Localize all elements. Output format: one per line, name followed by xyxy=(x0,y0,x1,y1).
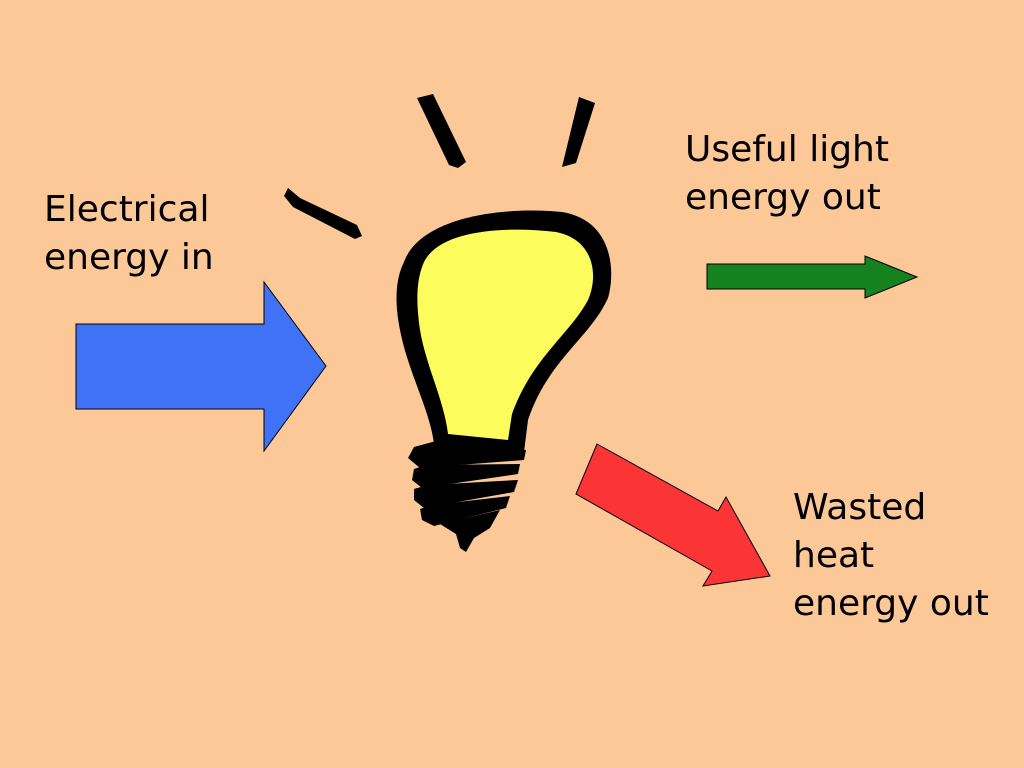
light-ray-left xyxy=(284,188,362,239)
base-thread-1 xyxy=(408,441,526,468)
wasted-heat-energy-out-label: Wasted heat energy out xyxy=(793,484,989,628)
bulb-screw-base xyxy=(408,441,526,552)
base-thread-2 xyxy=(412,464,520,488)
light-bulb-icon xyxy=(396,210,612,552)
label-line: Wasted xyxy=(793,487,927,528)
light-ray-right xyxy=(562,97,595,167)
bulb-glass xyxy=(417,229,594,440)
label-line: energy out xyxy=(685,177,881,218)
electrical-input-arrow xyxy=(75,280,327,453)
label-line: energy out xyxy=(793,583,989,624)
label-line: energy in xyxy=(44,237,214,278)
label-line: Useful light xyxy=(685,129,889,170)
light-output-arrow xyxy=(706,255,919,299)
heat-output-arrow xyxy=(575,443,771,587)
base-cap xyxy=(440,510,500,552)
label-line: heat xyxy=(793,535,875,576)
electrical-energy-in-label: Electrical energy in xyxy=(44,186,214,282)
light-ray-middle xyxy=(417,94,466,168)
base-thread-4 xyxy=(420,496,510,526)
label-line: Electrical xyxy=(44,189,210,230)
base-thread-3 xyxy=(414,480,518,508)
light-ray-icon xyxy=(284,94,595,239)
useful-light-energy-out-label: Useful light energy out xyxy=(685,126,889,222)
